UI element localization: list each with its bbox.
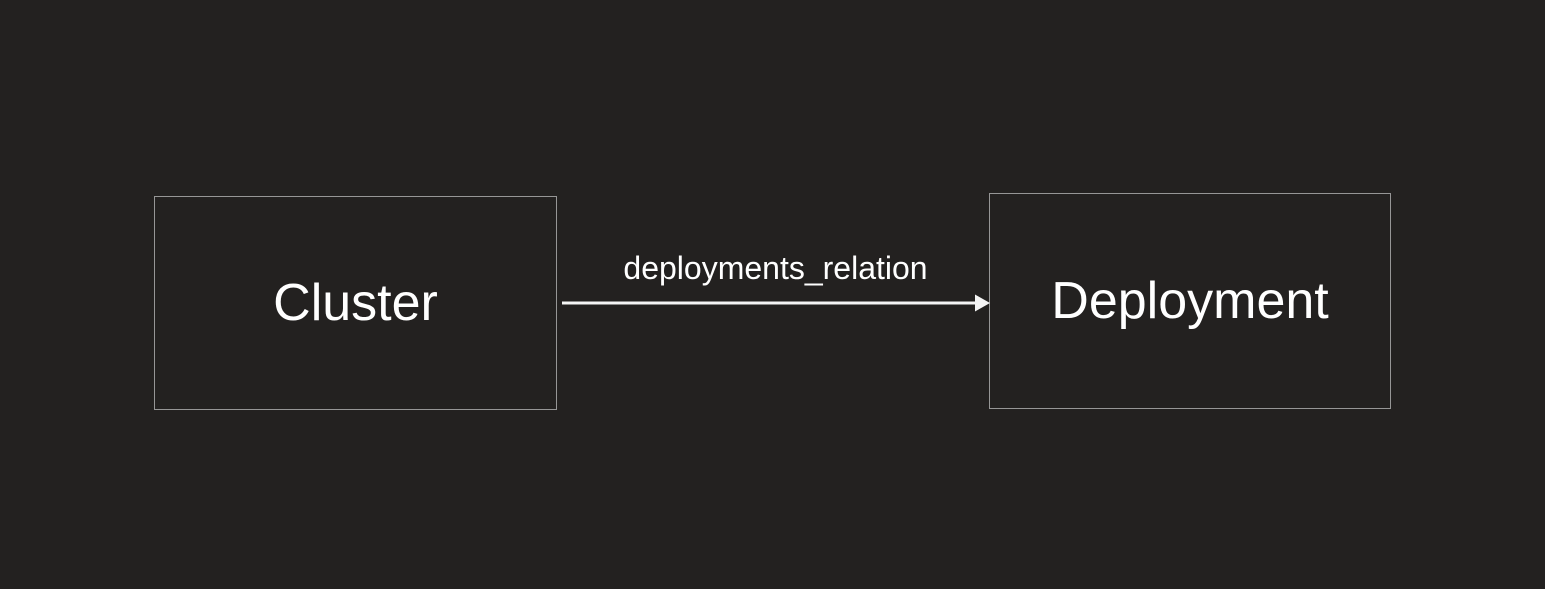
- node-deployment-label: Deployment: [1051, 272, 1329, 330]
- edge-arrowhead-icon: [975, 294, 990, 312]
- node-cluster[interactable]: Cluster: [154, 196, 557, 410]
- node-cluster-label: Cluster: [273, 274, 438, 332]
- edge-label[interactable]: deployments_relation: [623, 250, 928, 286]
- node-deployment[interactable]: Deployment: [989, 193, 1391, 409]
